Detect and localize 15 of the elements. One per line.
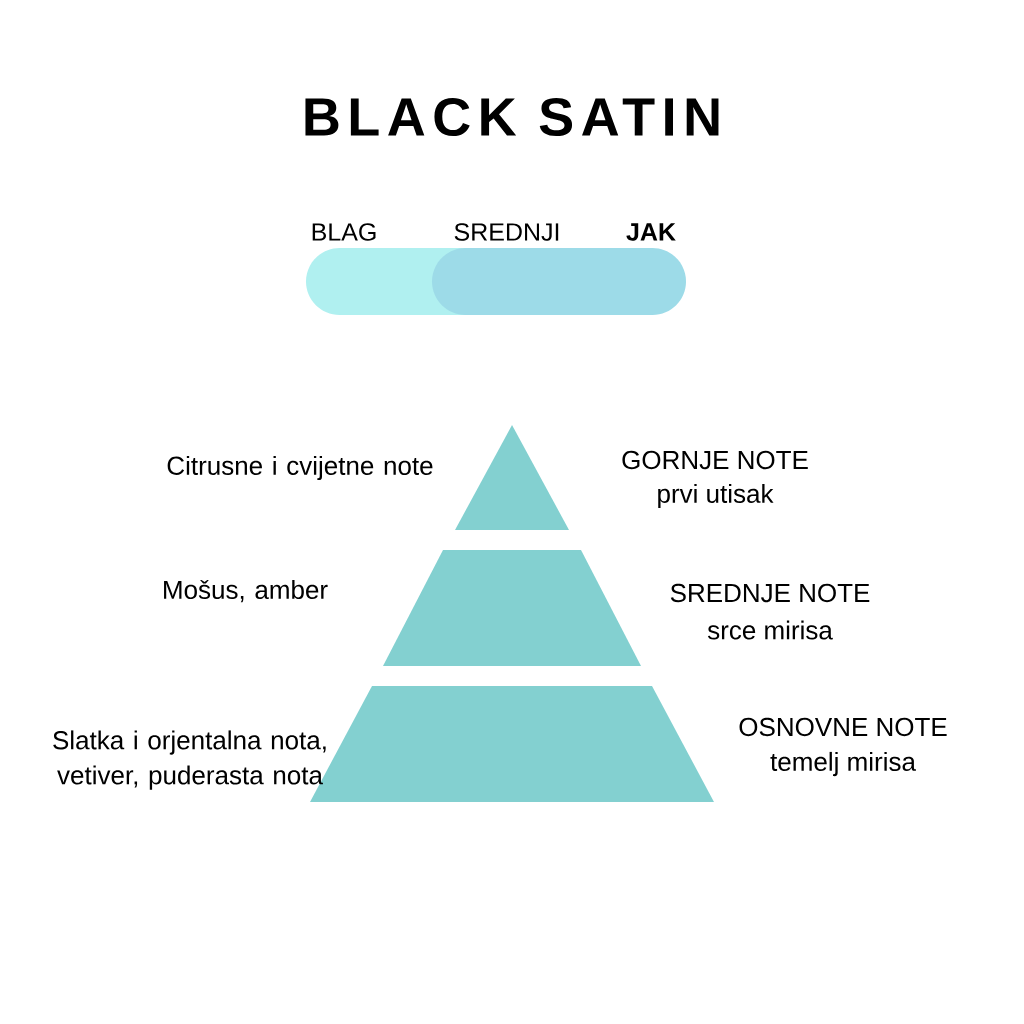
note-description: Citrusne i cvijetne note (167, 455, 433, 481)
note-description: Mošus, amber (164, 579, 328, 603)
note-level-heading: OSNOVNE NOTE (739, 717, 947, 737)
note-level-heading: GORNJE NOTE (622, 450, 808, 470)
scale-label: SREDNJI (454, 223, 559, 241)
scale-label: BLAG (312, 223, 376, 241)
note-level-subtitle: temelj mirisa (770, 751, 916, 777)
note-level-subtitle: prvi utisak (658, 483, 774, 509)
note-description: Slatka i orjentalna nota, vetiver, puderasta nota (53, 730, 326, 790)
note-level-heading: SREDNJE NOTE (670, 583, 870, 603)
title: BLACK SATIN (305, 97, 719, 137)
pyramid-top-triangle (455, 425, 569, 530)
note-level-subtitle: srce mirisa (707, 620, 833, 640)
scale-label: JAK (626, 223, 676, 241)
pyramid-tier (383, 550, 641, 666)
